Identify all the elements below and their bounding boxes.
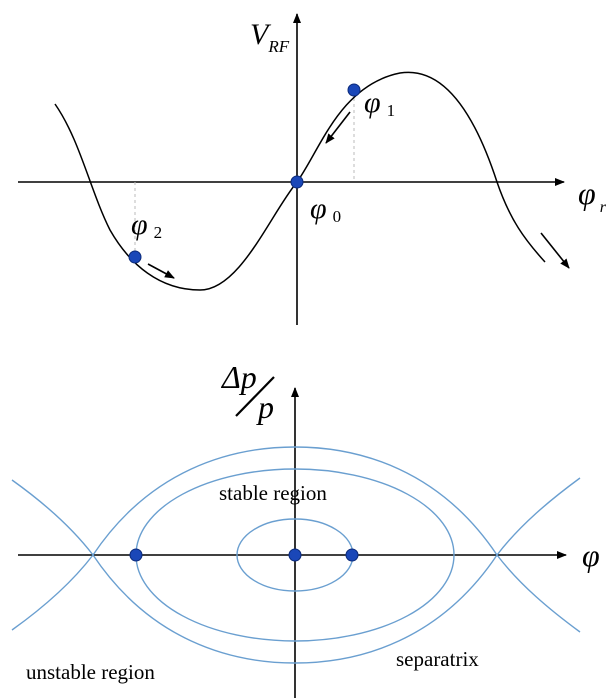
phi1-motion-arrow [325, 111, 351, 144]
phase-space-plot: Δp p φ stable region unstable region sep… [11, 359, 600, 698]
separatrix-upper [92, 446, 498, 556]
y-axis-label-slash [235, 376, 275, 417]
phase-point-right [345, 548, 359, 562]
separatrix-label: separatrix [396, 647, 479, 671]
phase-point-left [129, 548, 143, 562]
phi2-motion-arrow [147, 263, 175, 279]
stable-region-label: stable region [219, 481, 327, 505]
x-axis-label-phi: φ [582, 537, 600, 573]
tail-motion-arrow [540, 232, 570, 269]
separatrix-right-upper-branch [496, 477, 581, 556]
phi1-point [347, 83, 361, 97]
phi0-point [290, 175, 304, 189]
phi2-point [128, 250, 142, 264]
separatrix-left-lower-branch [11, 554, 94, 631]
separatrix-left-upper-branch [11, 479, 94, 556]
phase-point-center [288, 548, 302, 562]
y-axis-label-vrf: VRF [250, 18, 290, 56]
y-axis-label-denominator: p [256, 389, 274, 425]
separatrix-right-lower-branch [496, 554, 581, 633]
y-axis-label-numerator: Δp [220, 359, 257, 395]
separatrix-lower [92, 554, 498, 664]
y-axis-label-dp-over-p: Δp p [220, 359, 275, 425]
unstable-region-label: unstable region [26, 660, 155, 684]
